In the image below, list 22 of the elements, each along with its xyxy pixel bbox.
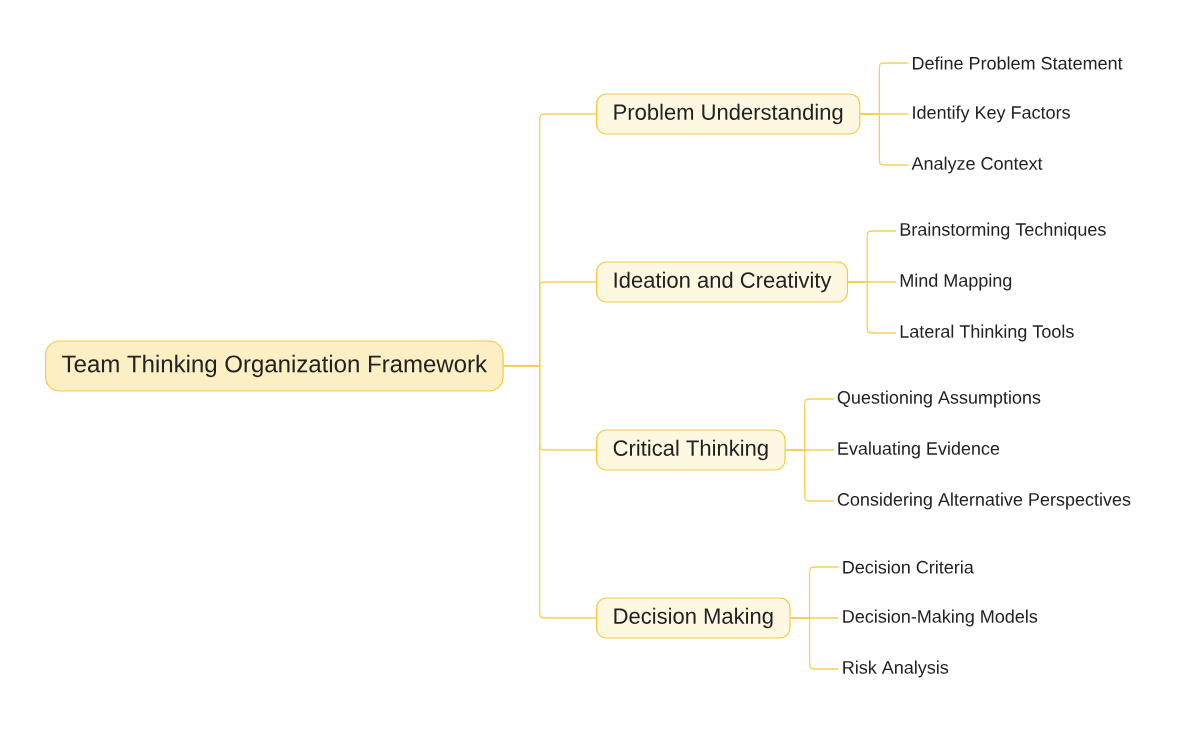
- central-topic-box: Team Thinking Organization Framework: [45, 340, 504, 392]
- subtopic-label: Lateral Thinking Tools: [900, 324, 1074, 342]
- subtopic-label: Risk Analysis: [843, 660, 949, 678]
- subtopic-label: Decision-Making Models: [843, 609, 1038, 627]
- connector-line: [847, 281, 897, 334]
- connector-line: [785, 449, 835, 502]
- topic-box: Critical Thinking: [596, 429, 786, 471]
- connector-line: [789, 617, 840, 670]
- connector-line: [503, 365, 597, 619]
- subtopic-label: Decision Criteria: [843, 560, 974, 574]
- topic-box: Ideation and Creativity: [596, 261, 849, 303]
- subtopic-label: Questioning Assumptions: [837, 390, 1041, 408]
- subtopic-label: Define Problem Statement: [913, 56, 1123, 70]
- subtopic-label: Considering Alternative Perspectives: [837, 492, 1131, 510]
- subtopic-label: Mind Mapping: [900, 273, 1012, 291]
- topic-box: Decision Making: [596, 597, 791, 639]
- subtopic-label: Analyze Context: [911, 156, 1043, 174]
- connector-line: [859, 113, 909, 166]
- subtopic-label: Evaluating Evidence: [838, 441, 1000, 459]
- subtopic-label: Brainstorming Techniques: [900, 222, 1106, 240]
- topic-box: Problem Understanding: [596, 93, 861, 135]
- subtopic-label: Identify Key Factors: [913, 105, 1070, 123]
